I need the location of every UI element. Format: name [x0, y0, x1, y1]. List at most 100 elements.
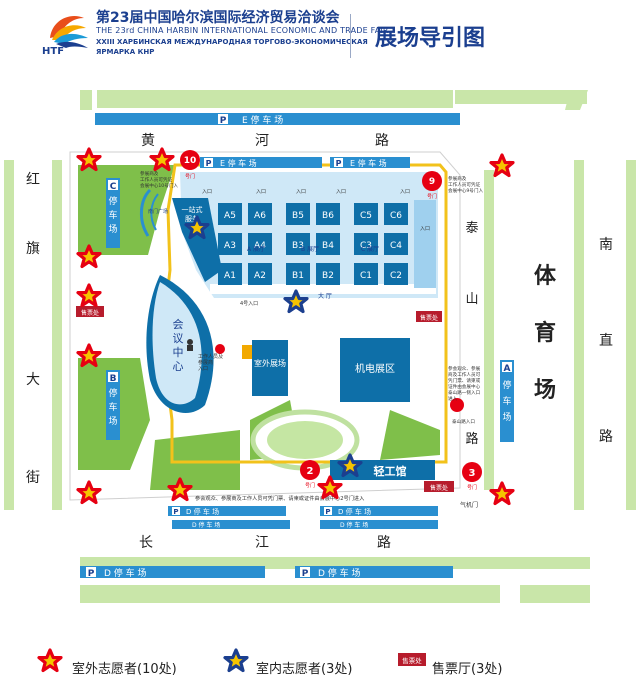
svg-text:泰山路入口: 泰山路入口	[452, 418, 475, 425]
hall-c4	[384, 233, 408, 255]
hall-c3	[354, 233, 378, 255]
svg-text:售票处: 售票处	[420, 314, 438, 322]
svg-text:车: 车	[108, 401, 117, 413]
one-stop-service: 一站式 服务	[172, 198, 222, 282]
svg-text:心: 心	[173, 360, 184, 373]
legend-star-red-icon	[37, 648, 63, 673]
hall-label-b3: B3	[292, 241, 304, 251]
svg-text:E 停 车 场: E 停 车 场	[220, 158, 257, 168]
svg-text:参展商: 参展商	[198, 359, 213, 366]
parking-e-inner: P E 停 车 场 P E 停 车 场	[200, 157, 410, 168]
svg-text:2: 2	[307, 466, 314, 477]
svg-text:车: 车	[108, 209, 117, 221]
east-note: 参会观众、参展 商及工作人员可 凭门票、请柬或 证件由会展中心 泰山路一侧入口 …	[448, 365, 481, 425]
fair-title-ru-1: XXIII ХАРБИНСКАЯ МЕЖДУНАРОДНАЯ ТОРГОВО-Э…	[96, 38, 368, 46]
svg-text:P: P	[173, 508, 178, 516]
hall-a6	[248, 203, 272, 225]
hall-a2	[248, 263, 272, 285]
svg-text:江: 江	[255, 535, 269, 551]
svg-text:轻工馆: 轻工馆	[374, 464, 407, 478]
person-icon	[187, 339, 193, 351]
svg-text:D 停 车 场: D 停 车 场	[186, 507, 219, 516]
fair-title-cn: 第23届中国哈尔滨国际经济贸易洽谈会	[96, 10, 340, 26]
svg-text:场: 场	[108, 224, 117, 235]
svg-text:议: 议	[173, 332, 184, 345]
svg-text:号门: 号门	[467, 484, 477, 491]
hall-annex	[414, 200, 436, 288]
svg-text:会展中心9号门入: 会展中心9号门入	[448, 187, 483, 194]
hall-label-a4: A4	[254, 241, 266, 251]
hall-label-c3: C3	[360, 241, 372, 251]
svg-text:入口: 入口	[420, 226, 430, 232]
svg-text:10: 10	[184, 156, 197, 166]
gate-10: 10 号门 参展商及 工作人员可凭证 会展中心10号门入	[140, 150, 200, 189]
svg-text:D 停 车 场: D 停 车 场	[338, 507, 371, 516]
hall-label-b1: B1	[292, 271, 304, 281]
legend: 售票处	[37, 648, 426, 673]
c-hall-label: C 展厅	[361, 246, 379, 253]
hall-a4	[248, 233, 272, 255]
hall-b5	[286, 203, 310, 225]
svg-text:P: P	[302, 569, 309, 579]
svg-text:场: 场	[534, 378, 556, 403]
svg-text:证件由会展中心: 证件由会展中心	[448, 383, 481, 390]
hall-b6	[316, 203, 340, 225]
svg-text:中: 中	[173, 346, 184, 359]
hall-label-c5: C5	[360, 211, 372, 221]
svg-text:会展中心10号门入: 会展中心10号门入	[140, 182, 178, 189]
svg-text:体: 体	[534, 264, 557, 289]
svg-text:凭门票、请柬或: 凭门票、请柬或	[448, 377, 481, 384]
svg-text:P: P	[220, 116, 227, 126]
svg-text:D 停 车 场: D 停 车 场	[318, 567, 361, 579]
hall-label-a5: A5	[224, 211, 236, 221]
svg-text:南门广场: 南门广场	[148, 208, 168, 215]
svg-text:入口: 入口	[202, 189, 212, 195]
toilet-icon	[242, 345, 252, 359]
hall-label-c4: C4	[390, 241, 402, 251]
svg-text:服务: 服务	[185, 214, 199, 223]
parking-a: A 停 车 场	[500, 360, 514, 442]
logo-text: HTF	[42, 46, 64, 56]
hall-a3	[218, 233, 242, 255]
hall-entrances: 入口 入口 入口 入口 入口 入口 4号入口	[202, 189, 430, 307]
parking-c: C 停 车 场	[78, 165, 175, 255]
svg-text:路: 路	[375, 133, 389, 149]
svg-text:C: C	[110, 182, 117, 192]
hall-label-b6: B6	[322, 211, 334, 221]
parking-b: B 停 车 场	[78, 358, 150, 470]
machinery-area: 机电展区	[340, 338, 410, 402]
svg-text:售票处: 售票处	[402, 656, 422, 665]
grand-hall-label: 大 厅	[318, 292, 332, 300]
green-belts	[4, 90, 636, 603]
svg-text:3: 3	[469, 468, 476, 479]
svg-text:4号入口: 4号入口	[240, 301, 258, 307]
svg-text:9: 9	[429, 177, 435, 187]
b-hall-label: B 展厅	[301, 246, 319, 253]
svg-text:场: 场	[108, 416, 117, 427]
svg-text:D 停 车 场: D 停 车 场	[340, 521, 368, 529]
svg-text:停: 停	[502, 379, 511, 391]
svg-text:入口: 入口	[296, 189, 306, 195]
venue-map: P E 停 车 场 黄 河 路 红 旗 大 街 南 直 路 C 停 车 场 B …	[4, 90, 636, 603]
svg-text:河: 河	[255, 133, 269, 149]
hall-label-b2: B2	[322, 271, 334, 281]
svg-text:E 停 车 场: E 停 车 场	[350, 158, 387, 168]
road-changjiang: 长 江 路	[139, 535, 391, 551]
svg-text:停: 停	[108, 387, 117, 399]
svg-text:路: 路	[599, 429, 613, 445]
ticket-office-south: 售票处	[424, 481, 454, 492]
hall-a5	[218, 203, 242, 225]
svg-text:售票处: 售票处	[430, 484, 448, 492]
gate-3: 3 号门	[462, 462, 482, 491]
hall-label-b5: B5	[292, 211, 304, 221]
hall-b2	[316, 263, 340, 285]
hall-label-a2: A2	[254, 271, 266, 281]
svg-text:机电展区: 机电展区	[355, 362, 395, 375]
hall-b4	[316, 233, 340, 255]
hall-c5	[354, 203, 378, 225]
hall-label-c2: C2	[390, 271, 402, 281]
conference-entrance-marker	[215, 344, 225, 354]
hall-label-c6: C6	[390, 211, 402, 221]
hall-label-c1: C1	[360, 271, 372, 281]
svg-text:旗: 旗	[26, 241, 40, 257]
